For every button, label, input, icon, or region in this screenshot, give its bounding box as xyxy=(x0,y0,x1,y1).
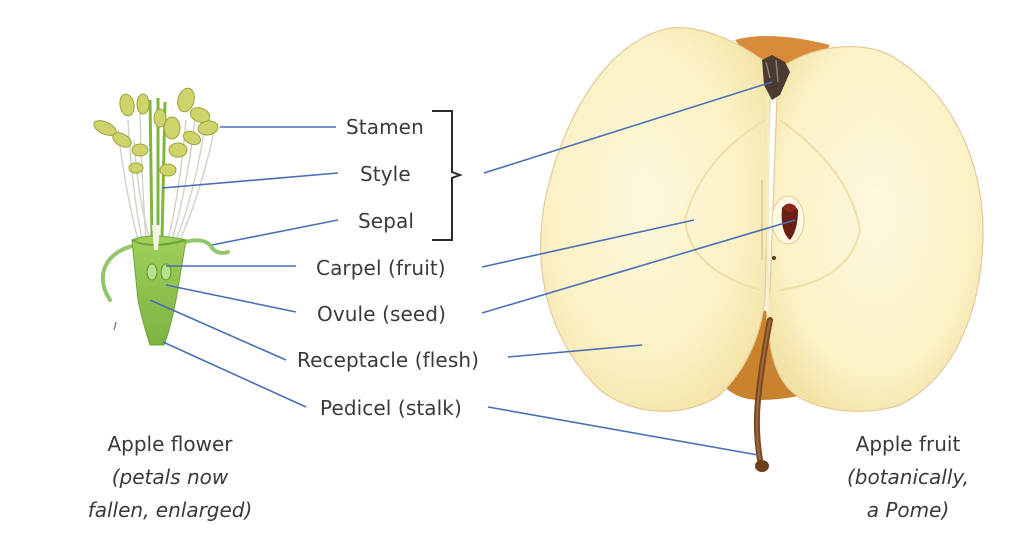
apple-flower-illustration xyxy=(93,87,230,346)
receptacle-fruit-leader-line xyxy=(507,344,643,358)
fruit-caption-title: Apple fruit xyxy=(855,432,961,456)
leader-lines xyxy=(149,81,796,456)
grouping-bracket xyxy=(432,110,463,241)
label-receptacle: Receptacle (flesh) xyxy=(297,348,480,372)
fruit-caption-line3: a Pome) xyxy=(866,498,950,522)
label-pedicel: Pedicel (stalk) xyxy=(320,396,462,420)
pedicel-fruit-leader-line xyxy=(487,406,759,456)
flower-caption-title: Apple flower xyxy=(107,432,233,456)
fruit-caption-line2: (botanically, xyxy=(846,465,970,489)
label-sepal: Sepal xyxy=(358,209,415,233)
receptacle-flower-leader-line xyxy=(149,299,287,361)
apple-fruit-illustration xyxy=(540,27,984,472)
flower-caption-line2: (petals now xyxy=(111,465,229,489)
label-stamen: Stamen xyxy=(346,115,424,139)
label-carpel: Carpel (fruit) xyxy=(316,256,446,280)
flower-caption-line3: fallen, enlarged) xyxy=(87,498,253,522)
pedicel-flower-leader-line xyxy=(162,341,307,408)
ovule-fruit-leader-line xyxy=(481,219,796,314)
style-leader-line xyxy=(161,172,339,189)
ovule-flower-leader-line xyxy=(165,284,297,313)
sepal-leader-line xyxy=(211,219,339,246)
fruit-caption: Apple fruit (botanically, a Pome) xyxy=(808,428,1008,527)
carpel-fruit-leader-line xyxy=(481,219,695,268)
flower-caption: Apple flower (petals now fallen, enlarge… xyxy=(60,428,280,527)
label-style: Style xyxy=(360,162,411,186)
bracket-fruit-leader-line xyxy=(483,81,773,174)
label-ovule: Ovule (seed) xyxy=(317,302,447,326)
